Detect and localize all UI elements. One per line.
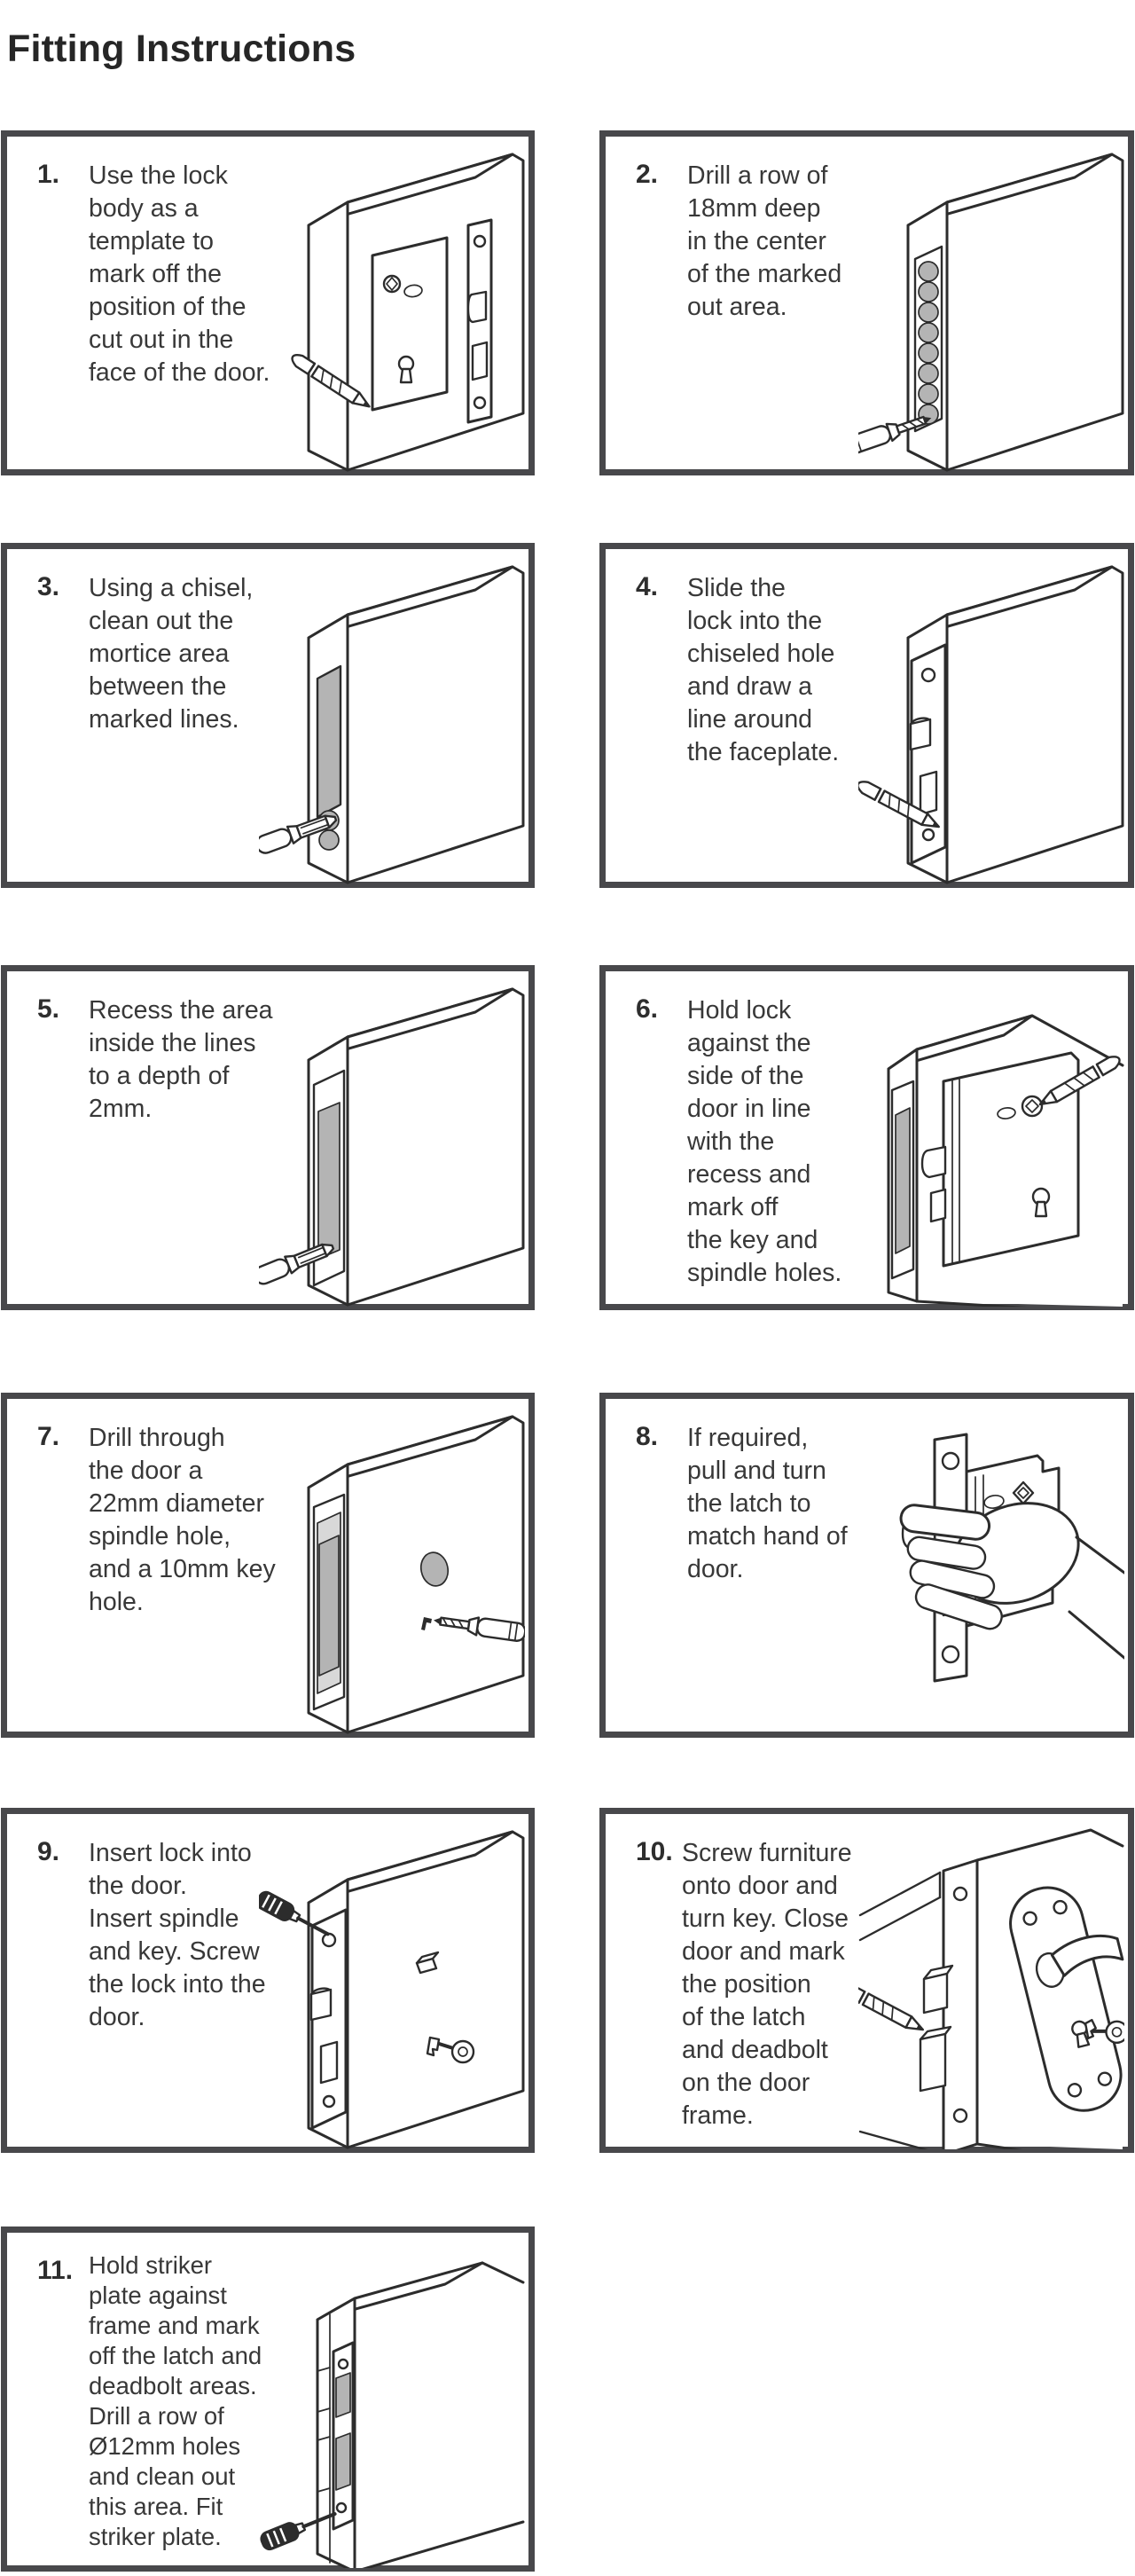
step-number: 4. (636, 572, 659, 601)
step-number: 9. (37, 1837, 60, 1866)
step-6-illustration (887, 1014, 1124, 1307)
step-text: Insert lock into the door. Insert spindl… (89, 1839, 266, 2031)
screwdriver-icon (260, 2512, 337, 2551)
step-4-illustration (858, 565, 1124, 884)
drill-icon (434, 1616, 525, 1642)
step-5-panel: 5. Recess the area inside the lines to a… (1, 965, 535, 1310)
step-number: 2. (636, 160, 659, 189)
screwdriver-icon (259, 1890, 330, 1936)
step-number: 11. (37, 2256, 74, 2285)
step-1-illustration (291, 153, 525, 472)
step-text: Drill a row of 18mm deep in the center o… (687, 161, 842, 321)
striker-plate-icon (332, 2341, 355, 2531)
pencil-icon (291, 354, 371, 408)
step-8-illustration (899, 1433, 1124, 1683)
latch-and-deadbolt-icon (919, 1964, 954, 2093)
step-3-illustration (259, 565, 525, 884)
faceplate-icon (309, 1908, 348, 2130)
step-9-illustration (259, 1830, 525, 2149)
step-3-panel: 3. Using a chisel, clean out the mortice… (1, 543, 535, 888)
step-text: Screw furniture onto door and turn key. … (682, 1839, 852, 2130)
step-text: Using a chisel, clean out the mortice ar… (89, 574, 254, 734)
step-11-illustration (260, 2261, 525, 2568)
step-number: 10. (636, 1837, 673, 1866)
step-text: Use the lock body as a template to mark … (89, 161, 270, 387)
step-11-panel: 11. Hold striker plate against frame and… (1, 2227, 535, 2572)
spindle-icon (415, 1951, 440, 1975)
faceplate-icon (909, 643, 947, 865)
step-text: Slide the lock into the chiseled hole an… (687, 574, 840, 766)
pencil-icon (1038, 1056, 1121, 1106)
spindle-hole-icon (419, 1551, 450, 1587)
door-edge-icon (307, 987, 525, 1307)
step-7-illustration (307, 1415, 525, 1734)
step-10-panel: 10. Screw furniture onto door and turn k… (599, 1808, 1134, 2153)
step-number: 5. (37, 994, 60, 1024)
door-furniture-icon (1009, 1886, 1124, 2112)
pencil-icon (858, 1983, 924, 2031)
step-text: If required, pull and turn the latch to … (687, 1424, 848, 1583)
hand-icon (899, 1502, 1124, 1660)
step-8-panel: 8. If required, pull and turn the latch … (599, 1393, 1134, 1738)
step-text: Hold striker plate against frame and mar… (89, 2251, 262, 2550)
recess-area-icon (312, 1069, 346, 1287)
step-7-panel: 7. Drill through the door a 22mm diamete… (1, 1393, 535, 1738)
page-title: Fitting Instructions (7, 27, 356, 70)
step-number: 1. (37, 160, 60, 189)
step-number: 8. (636, 1422, 659, 1451)
step-number: 3. (37, 572, 60, 601)
step-text: Drill through the door a 22mm diameter s… (89, 1424, 276, 1616)
chisel-icon (259, 1243, 335, 1285)
step-1-panel: 1. Use the lock body as a template to ma… (1, 130, 535, 475)
step-10-illustration (858, 1828, 1124, 2149)
step-9-panel: 9. Insert lock into the door. Insert spi… (1, 1808, 535, 2153)
lock-body-icon (920, 1051, 1080, 1268)
faceplate-icon (466, 218, 493, 424)
door-frame-lines-icon (858, 1871, 942, 2149)
step-5-illustration (259, 987, 525, 1307)
door-icon (307, 1415, 525, 1734)
step-number: 7. (37, 1422, 60, 1451)
drilled-holes-icon (913, 245, 943, 433)
step-text: Hold lock against the side of the door i… (687, 996, 842, 1287)
key-hole-mark-icon (421, 1617, 432, 1630)
drill-icon (858, 415, 932, 456)
pencil-icon (858, 781, 940, 829)
step-2-panel: 2. Drill a row of 18mm deep in the cente… (599, 130, 1134, 475)
lock-body-icon (371, 236, 449, 412)
step-number: 6. (636, 994, 659, 1024)
step-text: Recess the area inside the lines to a de… (89, 996, 273, 1123)
step-2-illustration (858, 153, 1124, 472)
chisel-icon (259, 814, 338, 854)
step-4-panel: 4. Slide the lock into the chiseled hole… (599, 543, 1134, 888)
step-6-panel: 6. Hold lock against the side of the doo… (599, 965, 1134, 1310)
key-icon (426, 2036, 475, 2064)
